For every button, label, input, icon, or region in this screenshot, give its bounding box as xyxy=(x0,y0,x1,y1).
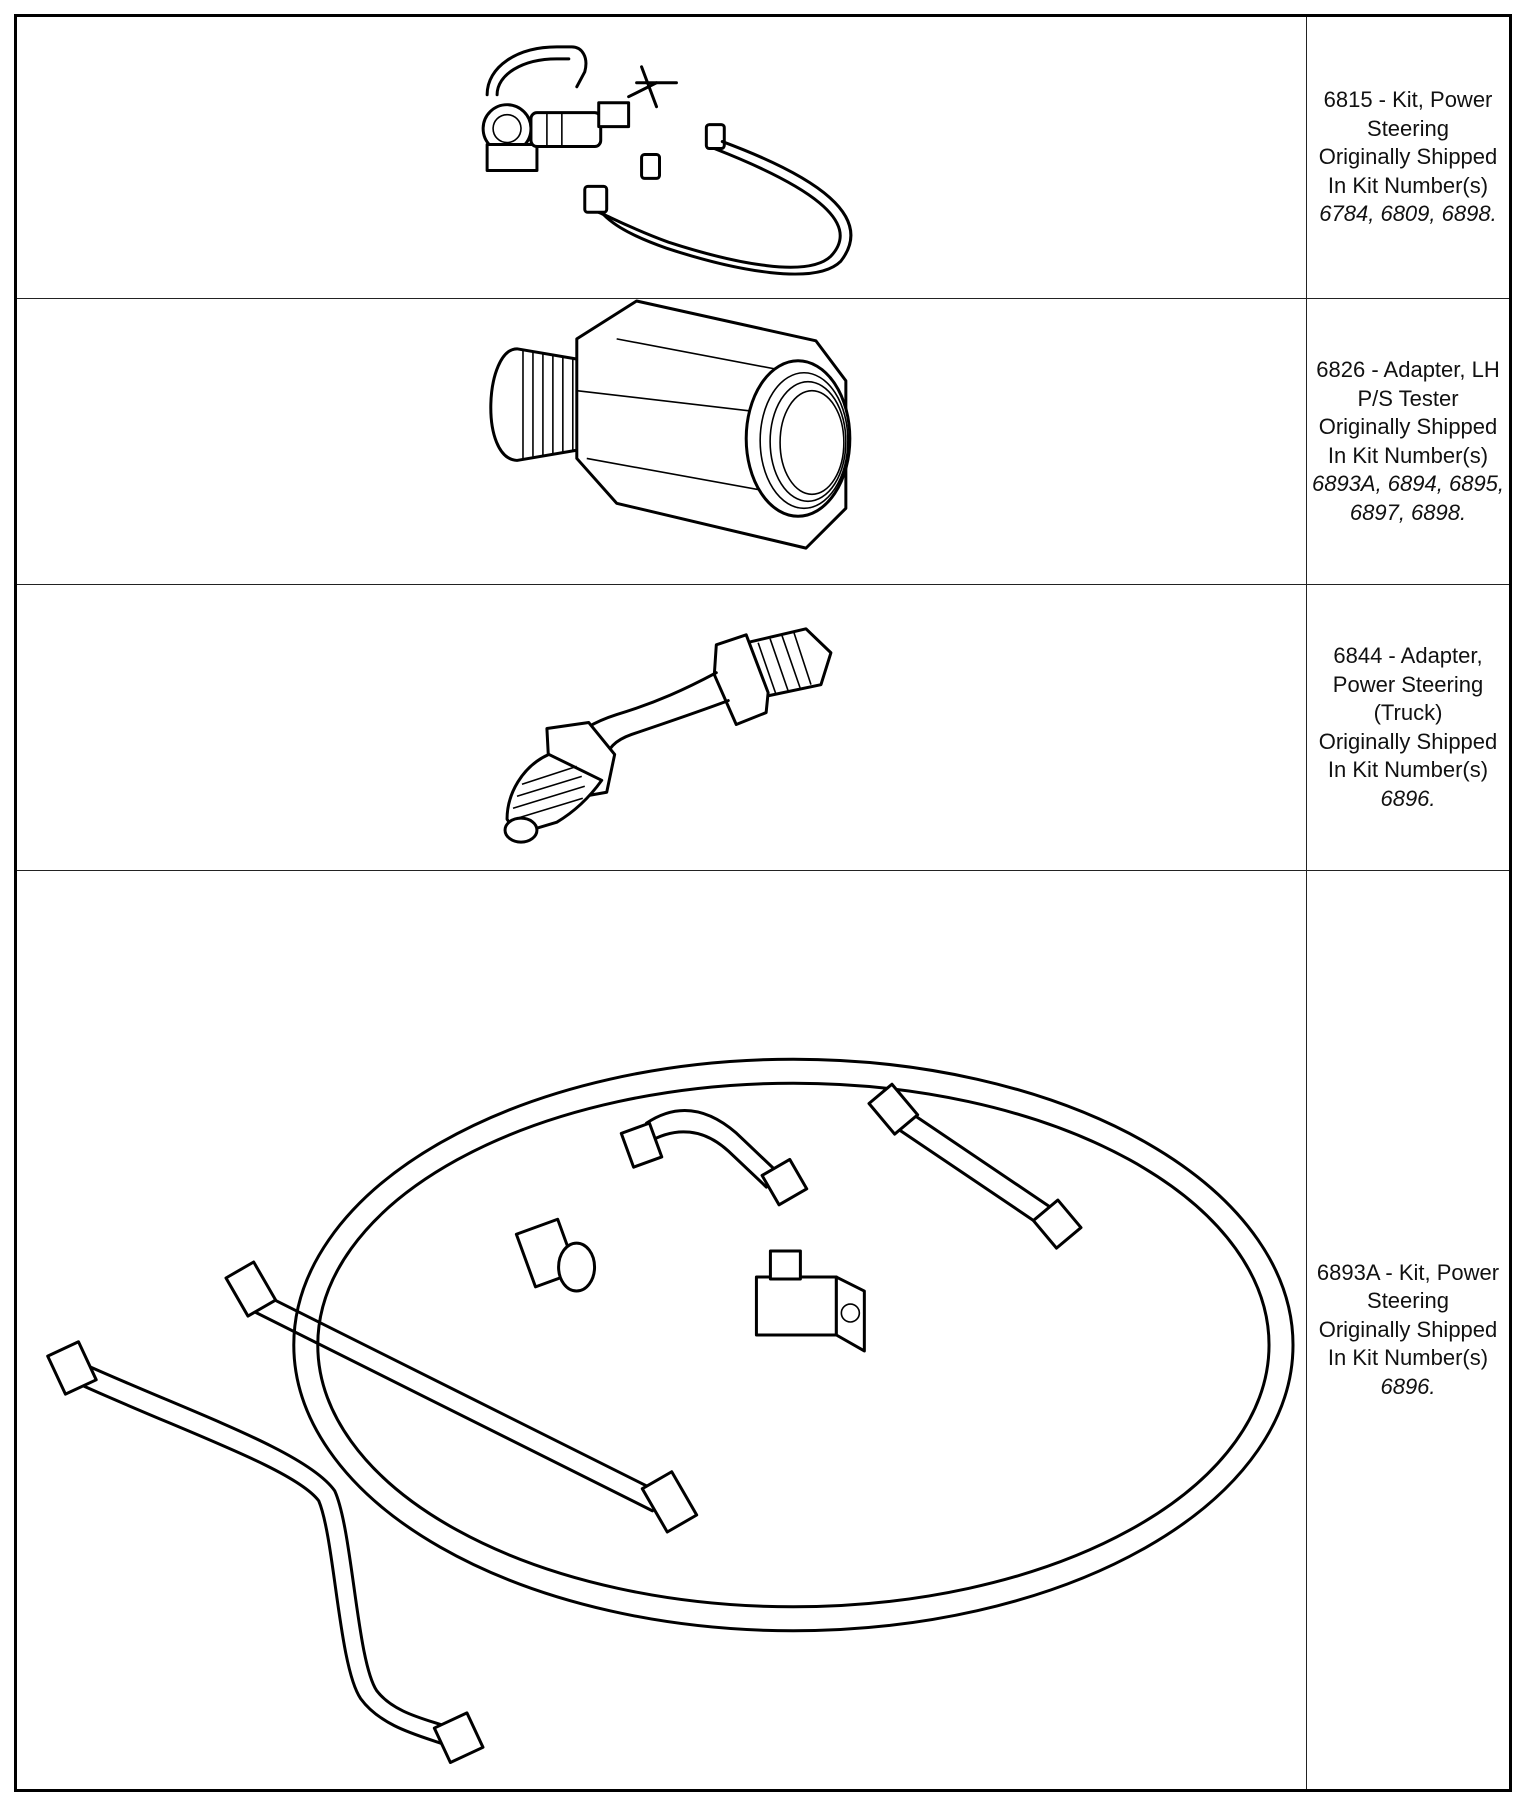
kit-6893a-description: 6893A - Kit, Power Steering Originally S… xyxy=(1307,871,1509,1789)
kit-6893a-title: 6893A - Kit, Power Steering xyxy=(1316,1259,1500,1314)
kit-6815-shipped-label: Originally Shipped In Kit Number(s) xyxy=(1318,144,1498,198)
tool-catalog-table: 6815 - Kit, Power Steering Originally Sh… xyxy=(14,14,1512,1792)
power-steering-kit-drawing xyxy=(481,45,853,276)
kit-6893a-shipped-label: Originally Shipped In Kit Number(s) xyxy=(1318,1316,1498,1371)
adapter-6844-shipped-label: Originally Shipped In Kit Number(s) xyxy=(1318,728,1498,783)
adapter-6844-title: 6844 - Adapter, Power Steering (Truck) xyxy=(1332,643,1484,725)
kit-6815-illustration xyxy=(17,17,1307,298)
adapter-6826-description: 6826 - Adapter, LH P/S Tester Originally… xyxy=(1307,299,1509,584)
kit-6815-description: 6815 - Kit, Power Steering Originally Sh… xyxy=(1307,17,1509,298)
table-row: 6826 - Adapter, LH P/S Tester Originally… xyxy=(17,299,1509,585)
kit-6893a-illustration xyxy=(17,871,1307,1789)
adapter-6844-illustration xyxy=(17,585,1307,870)
kit-6815-kit-numbers: 6784, 6809, 6898. xyxy=(1319,201,1497,227)
adapter-6844-kit-numbers: 6896. xyxy=(1380,785,1436,811)
adapter-6826-illustration xyxy=(17,299,1307,584)
power-steering-hose-kit-drawing xyxy=(46,1057,1295,1764)
table-row: 6844 - Adapter, Power Steering (Truck) O… xyxy=(17,585,1509,871)
truck-ps-adapter-drawing xyxy=(503,627,833,844)
adapter-6826-title: 6826 - Adapter, LH P/S Tester xyxy=(1316,357,1500,411)
table-row: 6815 - Kit, Power Steering Originally Sh… xyxy=(17,17,1509,299)
adapter-6826-kit-numbers: 6893A, 6894, 6895, 6897, 6898. xyxy=(1311,471,1505,525)
kit-6815-title: 6815 - Kit, Power Steering xyxy=(1323,87,1493,141)
kit-6893a-kit-numbers: 6896. xyxy=(1380,1373,1436,1399)
lh-ps-tester-adapter-drawing xyxy=(489,299,852,550)
table-row: 6893A - Kit, Power Steering Originally S… xyxy=(17,871,1509,1789)
adapter-6826-shipped-label: Originally Shipped In Kit Number(s) xyxy=(1318,414,1498,468)
adapter-6844-description: 6844 - Adapter, Power Steering (Truck) O… xyxy=(1307,585,1509,870)
